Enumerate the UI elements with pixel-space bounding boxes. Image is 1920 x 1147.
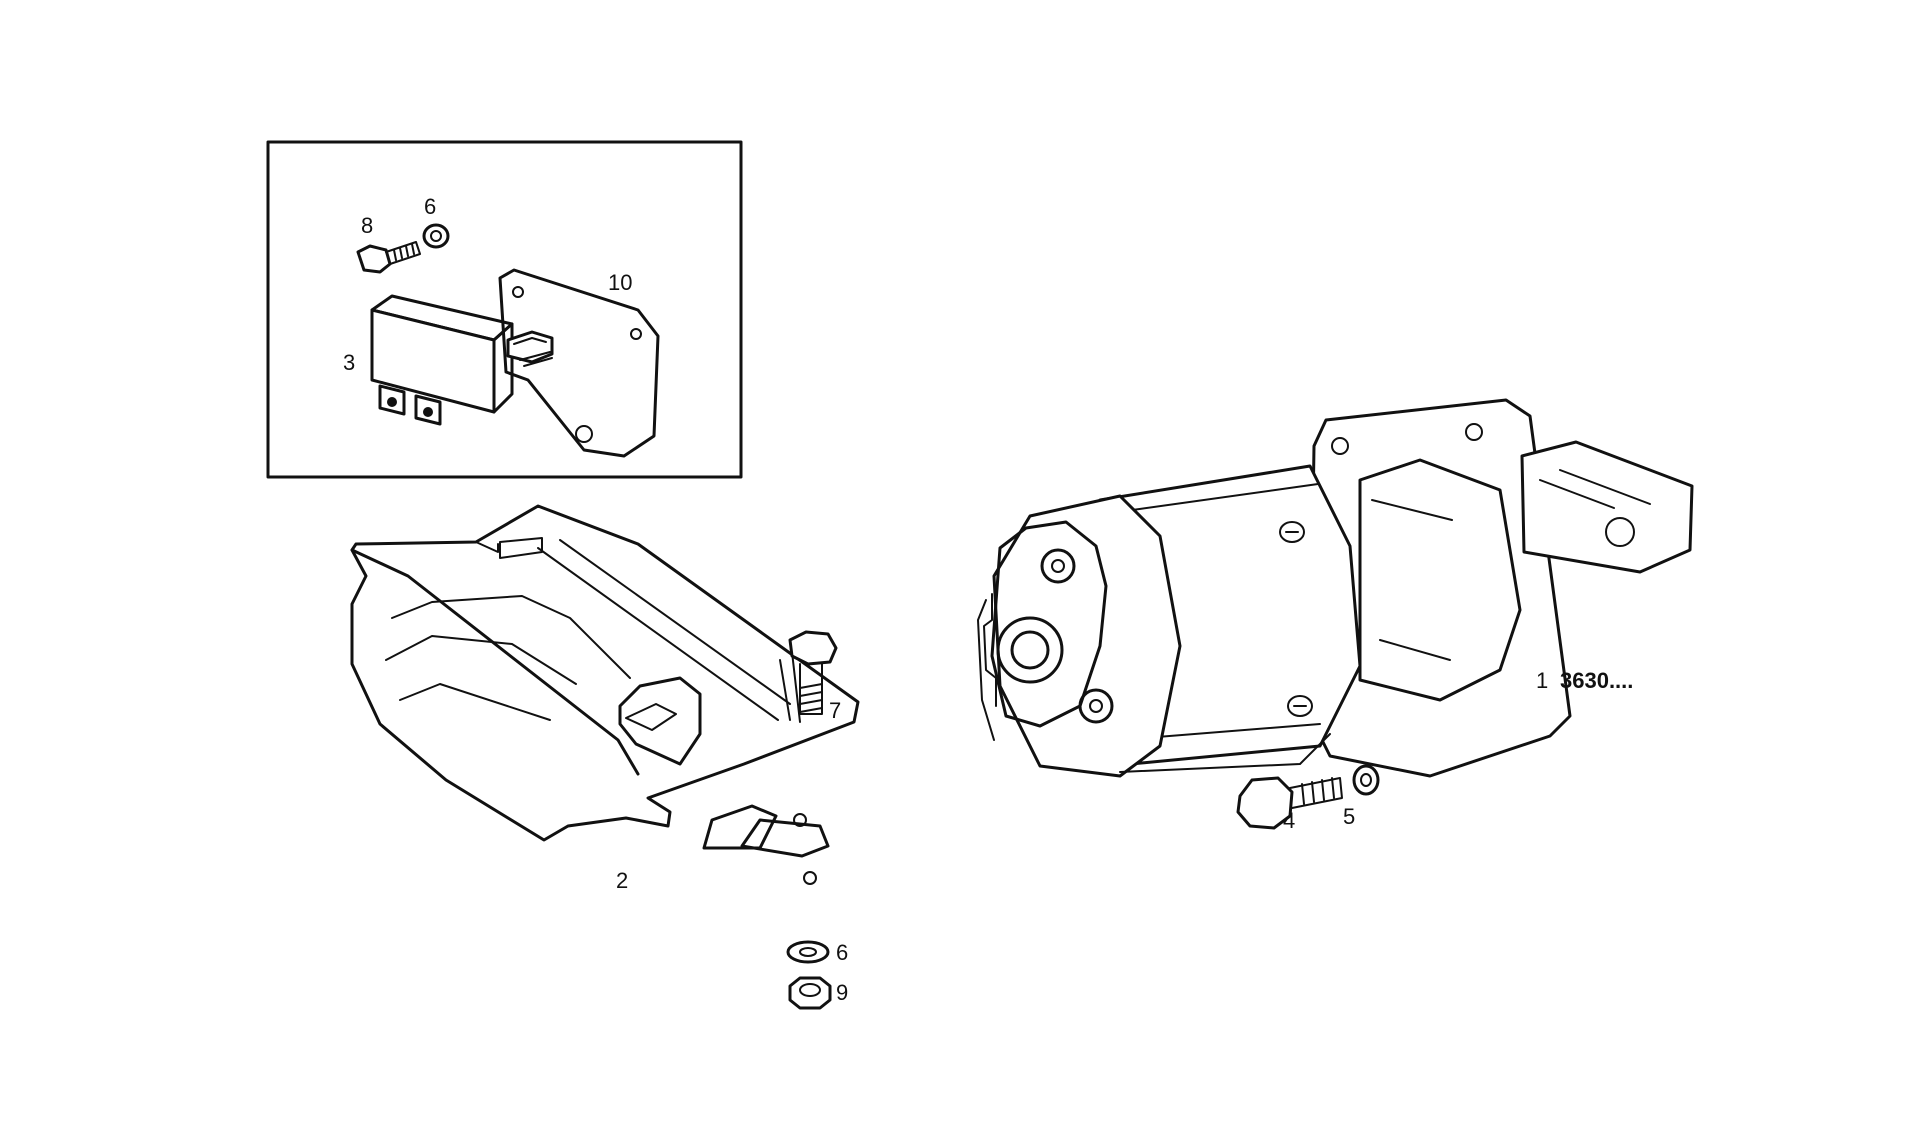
part-code-label: 3630.... [1560,668,1634,693]
callout-8: 8 [361,213,374,238]
callout-9: 9 [836,980,849,1005]
callout-4: 4 [1283,808,1296,833]
bracket-plate-part-10 [498,268,660,458]
screw-part-8 [356,241,421,274]
nut-part-9 [788,976,832,1010]
callout-10: 10 [608,270,633,295]
callout-6-top: 6 [424,194,437,219]
inset-detail-box [266,140,743,479]
cover-guard-part-2 [350,504,860,885]
callout-2: 2 [616,868,629,893]
washer-part-6-top [422,223,450,249]
callout-3: 3 [343,350,356,375]
callout-1: 1 [1536,668,1549,693]
bolt-part-4 [1236,776,1343,830]
washer-part-6-bottom [786,940,830,964]
starter-motor-part-1 [977,398,1694,778]
callout-6-bottom: 6 [836,940,849,965]
callout-5: 5 [1343,804,1356,829]
bolt-part-7 [788,630,838,715]
washer-part-5 [1352,764,1380,796]
relay-part-3 [370,294,554,426]
callout-7: 7 [829,698,842,723]
